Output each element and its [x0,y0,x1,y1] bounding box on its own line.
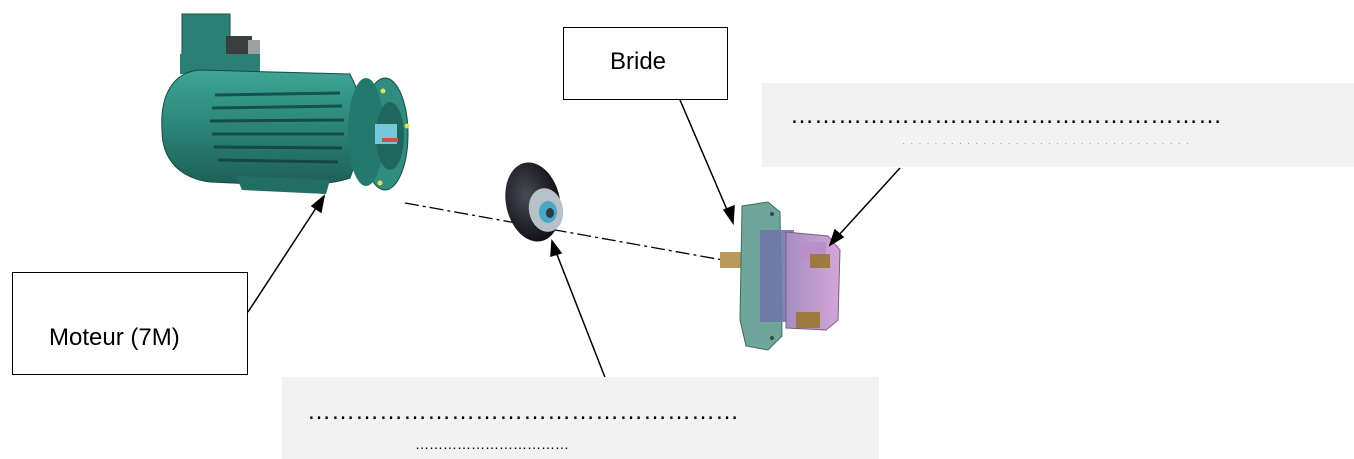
arrow-right-blank [837,167,901,237]
blank-right-line1: ……………………………………………… [790,102,1222,129]
bride-label: Bride [610,48,667,75]
blank-bottom-line2: …………………………… [415,436,569,452]
blank-right-line2: · · · · · · · · · · · · · · · · · · · · … [902,138,1191,149]
blank-answer-bottom[interactable]: ……………………………………………… …………………………… [282,377,879,459]
arrowhead-moteur [310,194,326,214]
arrow-bride [676,92,729,213]
leader-arrows [247,92,901,381]
pump-icon [720,201,841,351]
motor-icon [161,13,410,194]
coupling-icon [505,162,564,242]
blank-answer-right[interactable]: ……………………………………………… · · · · · · · · · · ·… [762,83,1354,167]
arrowhead-bottom-blank [550,238,563,258]
bride-label-box: Bride [563,27,728,100]
arrowhead-bride [722,204,735,226]
arrow-moteur [247,204,319,313]
axis-line [404,202,746,265]
moteur-label: Moteur (7M) [49,324,180,351]
arrow-bottom-blank [555,251,607,381]
blank-bottom-line1: ……………………………………………… [307,398,739,425]
moteur-label-box: Moteur (7M) [12,272,248,375]
arrowhead-right-blank [828,228,845,247]
